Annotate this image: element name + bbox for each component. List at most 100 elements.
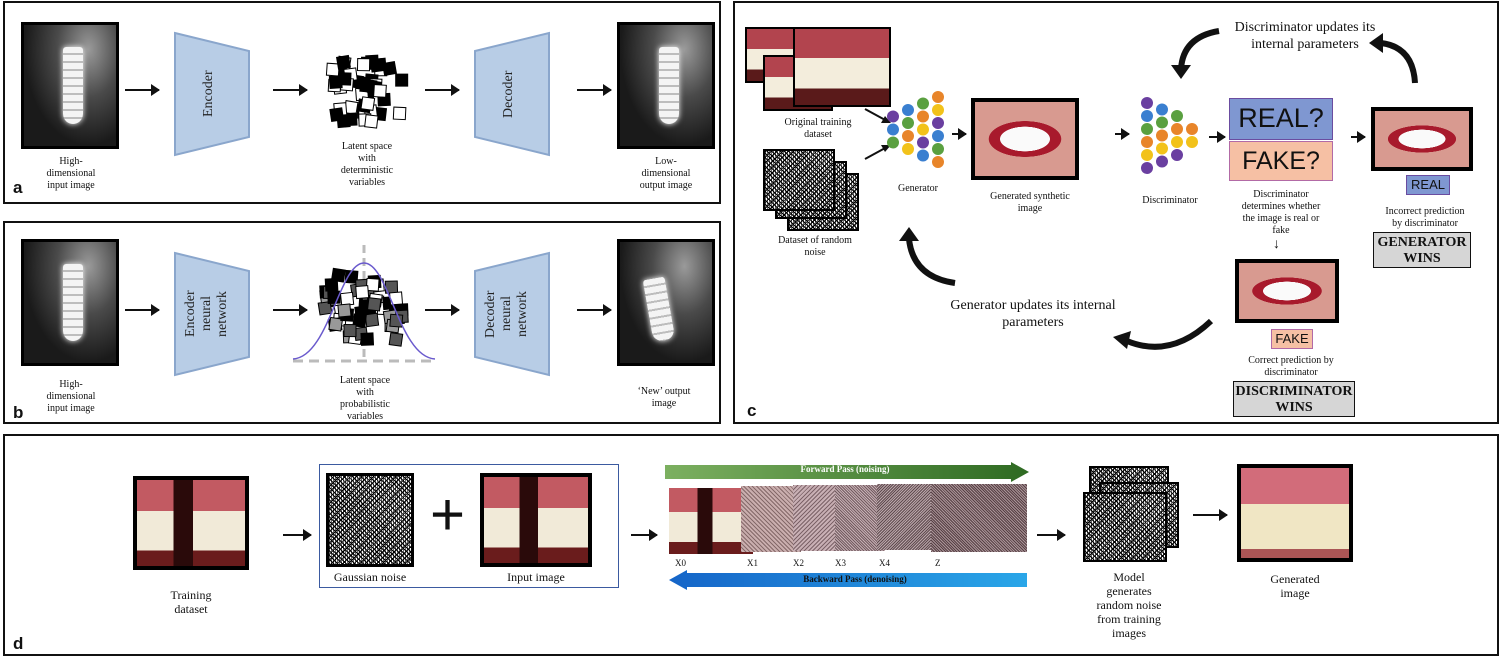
noise-caption: Gaussian noise (333, 570, 407, 584)
generator-updates-caption: Generator updates its internal parameter… (950, 298, 1116, 330)
discriminator-wins: DISCRIMINATOR WINS (1233, 381, 1355, 417)
real-question-box: REAL? (1229, 98, 1333, 140)
encoder-block: Encoder (173, 31, 251, 157)
network-node (1171, 149, 1183, 161)
latent-square (338, 72, 352, 86)
panel-letter: b (13, 403, 24, 422)
latent-square (343, 324, 357, 338)
noise-image-front (763, 149, 835, 211)
step-label: X0 (675, 558, 686, 568)
input-xray-image (21, 22, 119, 149)
step-image-x3 (835, 485, 885, 551)
panel-d: Training dataset + Gaussian noise Input … (3, 434, 1499, 656)
output-caption: Low- dimensional output image (639, 156, 693, 191)
network-node (917, 97, 929, 110)
latent-square (324, 277, 339, 292)
output-caption: ‘New’ output image (637, 386, 691, 409)
discriminator-updates-caption: Discriminator updates its internal param… (1234, 20, 1376, 52)
fake-label: FAKE (1271, 329, 1313, 349)
panel-a: High- dimensional input image Encoder La… (3, 1, 721, 204)
network-node (1141, 149, 1153, 161)
curved-arrow-icon (1369, 33, 1418, 84)
synthetic-image (971, 98, 1079, 180)
encoder-label: Encoder (201, 70, 216, 118)
generated-caption: Generated image (1270, 572, 1320, 600)
panel-letter: a (13, 178, 23, 197)
real-result-image (1371, 107, 1473, 171)
decoder-block: Decoder (473, 31, 551, 157)
network-node (1171, 123, 1183, 135)
latent-square (339, 291, 355, 307)
output-xray-image (617, 22, 715, 149)
step-label: X4 (879, 558, 890, 568)
network-node (902, 143, 914, 155)
latent-square (325, 62, 340, 77)
correct-caption: Correct prediction by discriminator (1248, 355, 1334, 378)
network-node (932, 117, 944, 129)
network-node (917, 123, 929, 136)
discriminator-network (1141, 97, 1198, 174)
training-caption: Training dataset (170, 588, 212, 616)
network-node (887, 123, 899, 136)
right-arrow-icon (273, 304, 308, 316)
step-labels: X0 X1 X2 X3 X4 Z (669, 558, 1027, 570)
training-dataset-image (133, 476, 249, 570)
latent-square (367, 297, 382, 312)
backward-pass-arrow (669, 570, 1027, 590)
latent-square (329, 107, 345, 123)
decoder-block: Decoder neural network (473, 251, 551, 377)
network-node (1156, 142, 1168, 155)
right-arrow-icon (283, 529, 312, 541)
network-node (917, 136, 929, 149)
panel-c: Original training dataset Dataset of ran… (733, 1, 1499, 424)
network-node (1141, 162, 1153, 174)
synthetic-caption: Generated synthetic image (990, 191, 1070, 214)
latent-square (373, 84, 387, 98)
decoder-label: Decoder neural network (483, 290, 530, 338)
network-node (902, 130, 914, 142)
step-label: X2 (793, 558, 804, 568)
right-arrow-icon (577, 304, 612, 316)
generated-image (1237, 464, 1353, 562)
forward-pass-arrow (665, 462, 1029, 482)
network-node (1141, 97, 1153, 109)
network-node (917, 149, 929, 162)
latent-distribution (289, 243, 439, 370)
noise-caption: Dataset of random noise (778, 235, 852, 258)
input-arrows (864, 108, 891, 160)
curved-arrow-icon (1113, 318, 1214, 350)
latent-square (365, 277, 380, 292)
right-arrow-icon (577, 84, 612, 96)
output-xray-image (617, 239, 715, 366)
latent-square (343, 112, 358, 127)
network-node (1156, 116, 1168, 129)
network-node (1156, 103, 1168, 116)
step-label: X3 (835, 558, 846, 568)
network-node (932, 156, 944, 168)
latent-square (337, 303, 352, 318)
latent-square (360, 96, 376, 111)
latent-squares (321, 50, 413, 135)
network-node (1141, 123, 1153, 135)
down-arrow-icon: ↓ (1273, 237, 1280, 252)
curved-arrow-icon (1171, 28, 1220, 79)
input-image (480, 473, 592, 567)
network-node (1186, 136, 1198, 148)
discriminator-label: Discriminator (1142, 195, 1198, 206)
network-node (932, 91, 944, 103)
fake-result-image (1235, 259, 1339, 323)
network-node (1171, 110, 1183, 122)
network-node (932, 104, 944, 116)
right-arrow-icon (952, 128, 967, 140)
input-caption: High- dimensional input image (46, 156, 96, 191)
latent-square (381, 60, 398, 77)
step-image-x4 (877, 484, 933, 550)
latent-square (364, 312, 380, 328)
generator-network (887, 91, 944, 168)
network-node (932, 143, 944, 155)
latent-square (335, 54, 351, 70)
step-image-x0 (669, 488, 753, 554)
noising-sequence (669, 484, 1027, 554)
network-node (902, 104, 914, 116)
right-arrow-icon (273, 84, 308, 96)
